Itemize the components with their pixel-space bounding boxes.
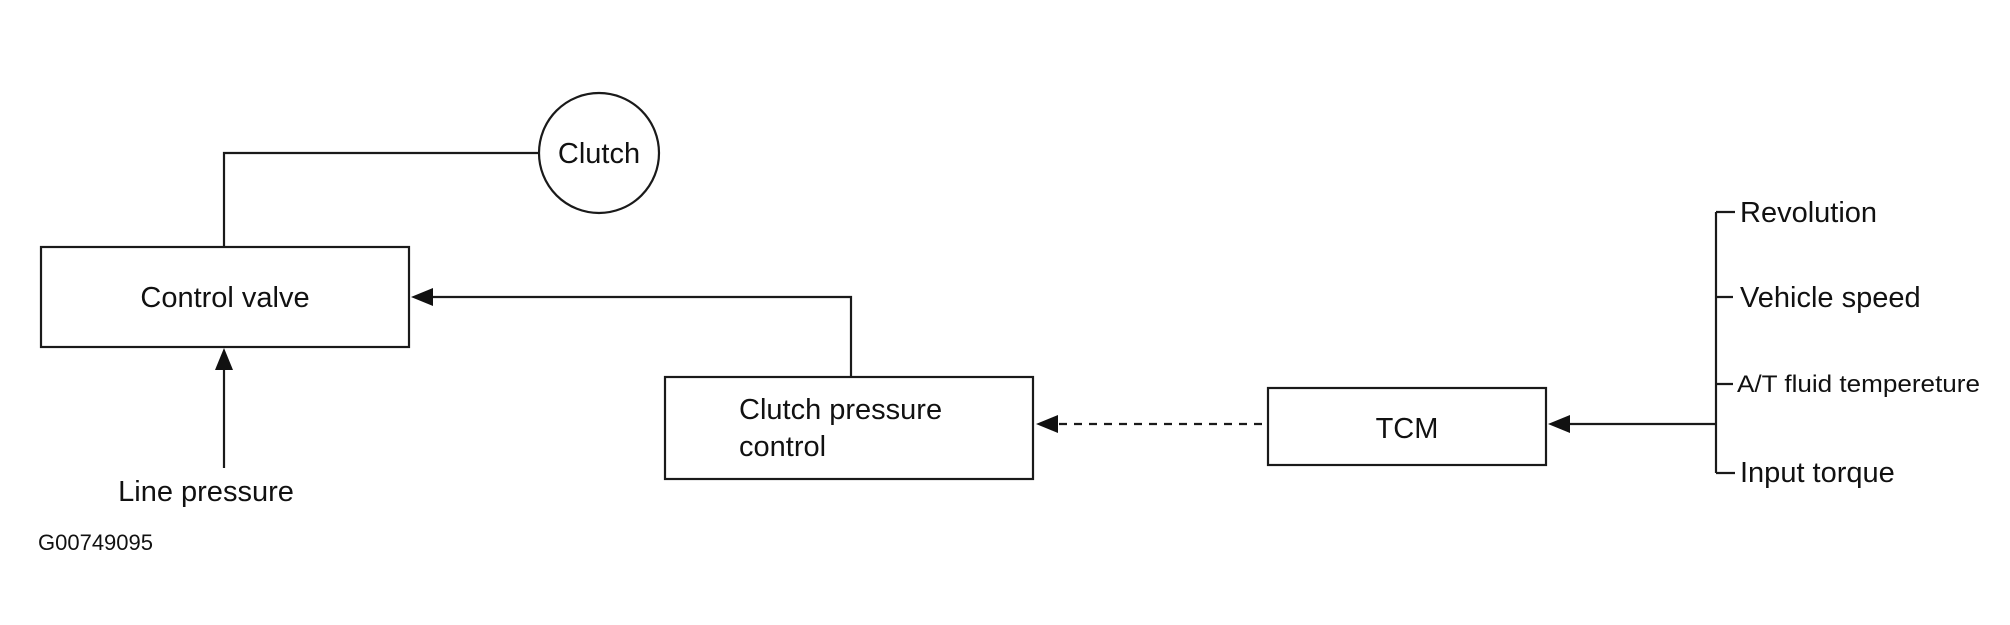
- pressure-control-to-valve-line: [430, 295, 853, 377]
- input-label-revolution: Revolution: [1740, 197, 1877, 229]
- input-label-input-torque: Input torque: [1740, 457, 1895, 489]
- tcm-label: TCM: [1376, 413, 1439, 445]
- clutch-label: Clutch: [558, 138, 640, 170]
- figure-id: G00749095: [38, 530, 153, 555]
- line-pressure-arrowhead: [215, 348, 233, 370]
- tcm-box: [1266, 386, 1548, 467]
- pressure-control-arrowhead: [1036, 415, 1058, 433]
- control-valve-label: Control valve: [140, 282, 309, 314]
- tcm-arrowhead: [1548, 415, 1570, 433]
- clutch-pressure-control-label-line1: Clutch pressure: [739, 394, 942, 426]
- input-label-vehicle-speed: Vehicle speed: [1740, 282, 1921, 314]
- input-label-fluid-temperature: A/T fluid tempereture: [1737, 371, 1980, 398]
- clutch-pressure-control-box: [663, 375, 1035, 481]
- valve-to-clutch-line: [222, 151, 539, 247]
- clutch-pressure-control-label-line2: control: [739, 431, 826, 463]
- control-valve-box: [39, 245, 411, 349]
- line-pressure-label: Line pressure: [118, 476, 294, 508]
- control-valve-arrowhead: [411, 288, 433, 306]
